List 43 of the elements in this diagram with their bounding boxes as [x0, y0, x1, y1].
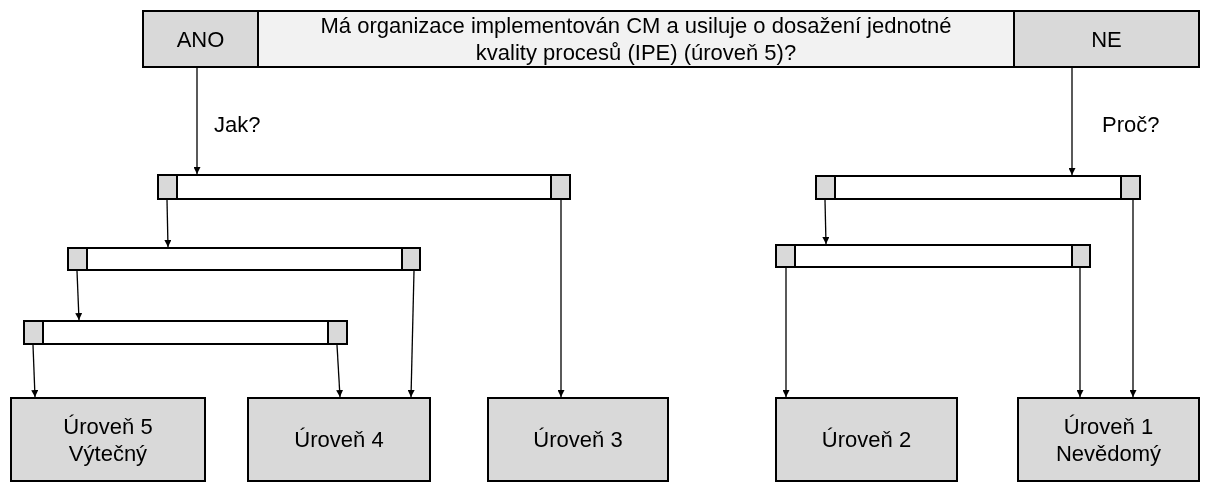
arrow: [193, 67, 201, 175]
square-marker: [67, 247, 88, 271]
bar-shape: [775, 244, 1091, 268]
arrow: [822, 199, 830, 245]
square-marker: [23, 320, 44, 345]
level-box: [775, 397, 958, 482]
arrow: [1068, 67, 1076, 176]
square-marker: [550, 174, 571, 200]
arrow: [164, 199, 172, 248]
square-marker: [775, 244, 796, 268]
node-text: Úroveň 2: [821, 426, 912, 453]
arrow: [557, 199, 565, 398]
square-marker: [401, 247, 421, 271]
node-text: ANO: [176, 25, 225, 53]
node-text: Úroveň 1 Nevědomý: [1055, 412, 1162, 467]
node-text: Úroveň 4: [294, 426, 384, 453]
node-text: NE: [1091, 25, 1122, 53]
bar-shape: [815, 175, 1141, 200]
square-marker: [157, 174, 178, 200]
arrow: [75, 270, 83, 321]
arrow: [336, 344, 344, 398]
bar-shape: [67, 247, 421, 271]
level-box: [247, 397, 431, 482]
arrow: [782, 267, 790, 398]
node-text: Má organizace implementován CM a usiluje o dosažení jednotné kvality procesů (IPE) (úroveň 5)?: [319, 12, 953, 66]
square-marker: [815, 175, 836, 200]
arrow: [31, 344, 39, 398]
square-marker: [1071, 244, 1091, 268]
bar-shape: [23, 320, 348, 345]
level-box: [487, 397, 669, 482]
node-text: Úroveň 5 Výtečný: [62, 412, 154, 467]
arrow: [1129, 199, 1137, 398]
bar-shape: [157, 174, 571, 200]
header-cell: [1013, 10, 1200, 68]
arrow: [407, 270, 415, 398]
square-marker: [1120, 175, 1141, 200]
arrow: [1076, 267, 1084, 398]
level-box: [10, 397, 206, 482]
square-marker: [327, 320, 348, 345]
node-text: Úroveň 3: [533, 426, 623, 453]
header-cell: [142, 10, 259, 68]
header-cell: [257, 10, 1015, 68]
level-box: [1017, 397, 1200, 482]
